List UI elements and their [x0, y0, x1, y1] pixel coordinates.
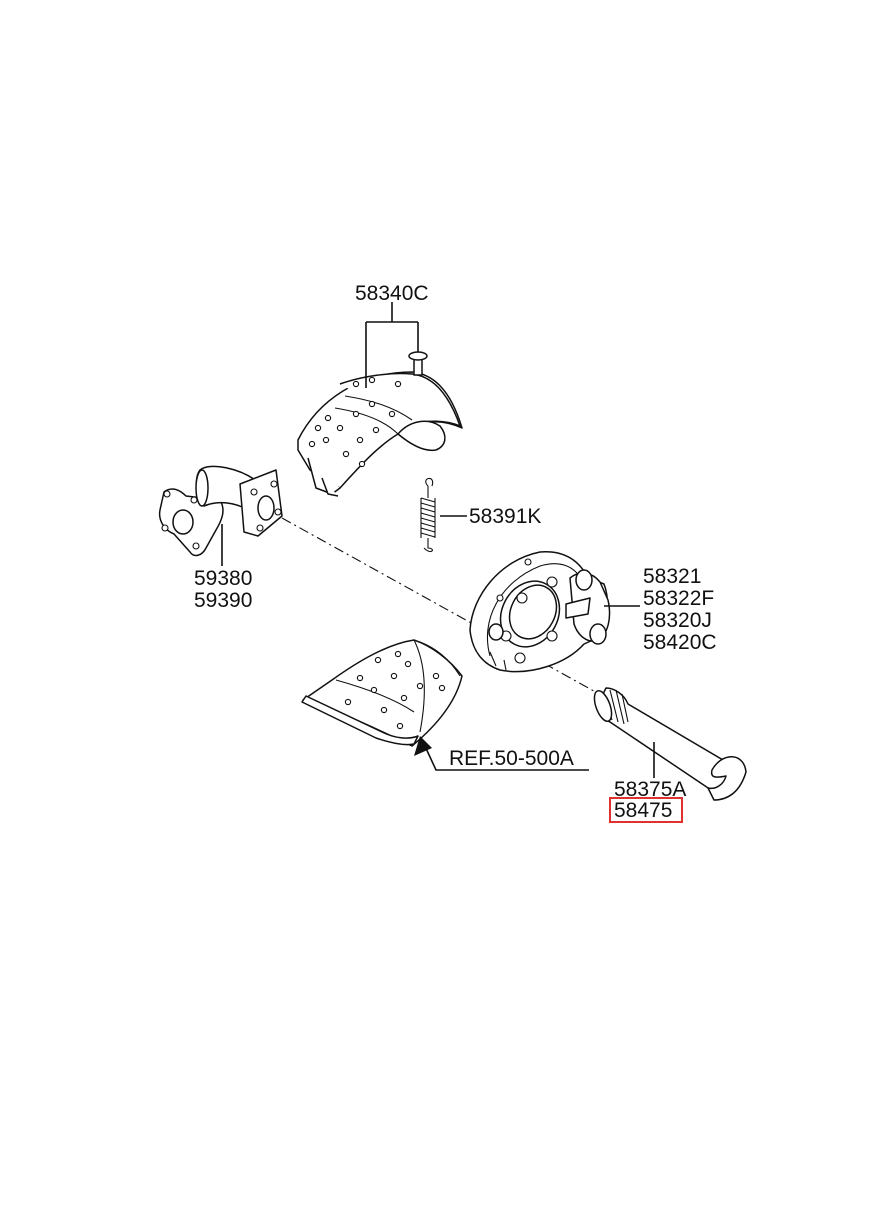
shoe-rivet[interactable] [408, 351, 428, 376]
label-58475[interactable]: 58475 [614, 799, 672, 822]
shoe-holes [308, 376, 402, 468]
assembly-axis-line [281, 517, 611, 701]
brake-spider[interactable] [469, 551, 611, 673]
leader-58340c [365, 302, 419, 388]
label-58321[interactable]: 58321 [643, 565, 701, 588]
label-58340c[interactable]: 58340C [355, 282, 429, 305]
label-59390[interactable]: 59390 [194, 589, 252, 612]
label-58391k[interactable]: 58391K [469, 505, 541, 528]
highlight-box-58475 [609, 797, 683, 823]
label-ref-50-500a[interactable]: REF.50-500A [449, 747, 574, 770]
label-59380[interactable]: 59380 [194, 567, 252, 590]
brake-shoe-upper[interactable] [297, 371, 463, 497]
return-spring[interactable] [420, 477, 436, 553]
label-58375a[interactable]: 58375A [614, 778, 686, 801]
brake-lining-lower[interactable] [301, 639, 463, 747]
label-58320j[interactable]: 58320J [643, 609, 712, 632]
brake-camshaft[interactable] [591, 687, 747, 801]
lining-holes [344, 650, 446, 730]
ref-arrow [414, 736, 589, 771]
cam-bracket[interactable] [158, 465, 283, 557]
label-58322f[interactable]: 58322F [643, 587, 714, 610]
label-58420c[interactable]: 58420C [643, 631, 717, 654]
